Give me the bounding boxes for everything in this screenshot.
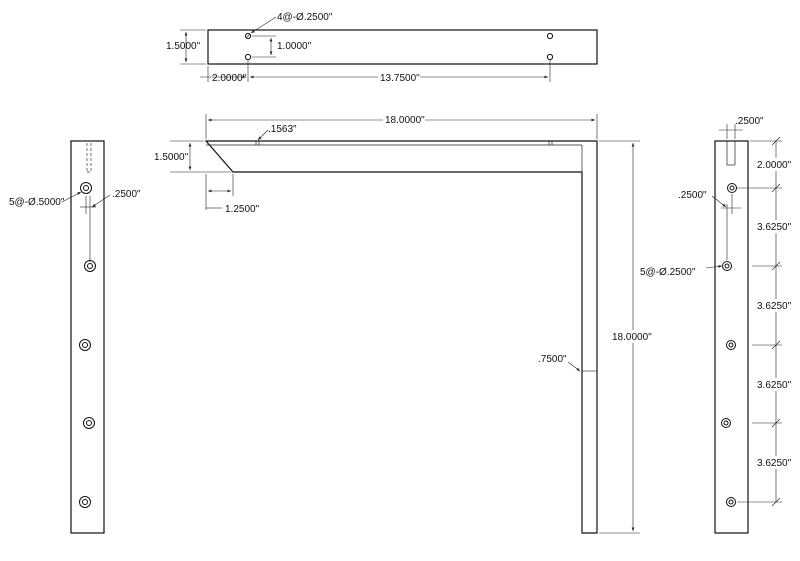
chain-tick-2 [771, 183, 781, 193]
left-hole-offset-leader [91, 194, 111, 208]
spacing-3-dim: 3.6250" [757, 380, 792, 391]
right-holes-callout: 5@-Ø.2500" [640, 267, 696, 278]
right-holes-leader [705, 265, 723, 269]
spacing-1-dim: 3.6250" [757, 222, 792, 233]
slot-width-dim: .2500" [735, 116, 764, 127]
top-view: 4@-Ø.2500" 1.5000" 1.0000" 2.0000" 13.75… [166, 12, 598, 84]
chamfer-dim: .1563" [268, 124, 297, 135]
spacing-1-label-mask [755, 220, 798, 233]
left-hole-2-inner [87, 263, 93, 269]
left-view: .2500" 5@-Ø.5000" [9, 140, 141, 534]
chain-tick-1 [771, 136, 781, 146]
top-hole-4 [546, 53, 554, 61]
chain-tick-3 [771, 261, 781, 271]
first-hole-dim: 2.0000" [757, 160, 792, 171]
taper-dim: 1.2500" [225, 204, 260, 215]
spacing-4-label-mask [755, 456, 798, 469]
top-hole-spacing-dim: 1.0000" [277, 41, 312, 52]
right-hole-2-inner [724, 263, 730, 269]
leg-height-dim: 18.0000" [612, 332, 652, 343]
left-hole-offset-dim: .2500" [112, 189, 141, 200]
spacing-2-label-mask [755, 299, 798, 312]
top-holes-callout: 4@-Ø.2500" [277, 12, 333, 23]
top-width-dim: 1.5000" [166, 41, 201, 52]
bracket-outline [204, 140, 598, 534]
spacing-2-dim: 3.6250" [757, 301, 792, 312]
right-hole-3-inner [728, 342, 734, 348]
left-hole-3-inner [82, 342, 88, 348]
side-view: 18.0000" .1563" 1.5000" 1.2500" 18.0000"… [154, 113, 656, 534]
right-view-outline [714, 140, 749, 534]
first-hole-label-mask [755, 158, 798, 171]
leg-thickness-leader [567, 361, 581, 372]
top-hole-pitch-dim: 13.7500" [380, 73, 420, 84]
right-hole-4-inner [723, 420, 729, 426]
right-hole-offset-dim: .2500" [678, 190, 707, 201]
left-view-outline [70, 140, 105, 534]
arm-length-dim: 18.0000" [385, 115, 425, 126]
spacing-3-label-mask [755, 378, 798, 391]
leg-thickness-dim: .7500" [538, 354, 567, 365]
top-pitch-label-mask [378, 70, 420, 82]
left-holes-callout: 5@-Ø.5000" [9, 197, 65, 208]
chain-tick-4 [771, 340, 781, 350]
left-hole-1-inner [83, 185, 89, 191]
top-view-holes [244, 32, 554, 61]
top-holes-leader [250, 16, 277, 34]
chamfer-leader [257, 129, 269, 141]
top-hole-1-slash [245, 33, 251, 39]
right-view: .2500" .2500" 5@-Ø.2500" 2.0000" 3.6250"… [640, 116, 798, 534]
top-edge-offset-dim: 2.0000" [212, 73, 247, 84]
top-hole-3 [546, 32, 554, 40]
leg-height-label-mask [610, 330, 656, 343]
spacing-4-dim: 3.6250" [757, 458, 792, 469]
right-hole-1-inner [729, 185, 735, 191]
chain-tick-6 [771, 497, 781, 507]
arm-length-label-mask [383, 113, 425, 125]
left-hole-5-inner [82, 499, 88, 505]
chain-tick-5 [771, 418, 781, 428]
right-view-holes [721, 183, 737, 507]
right-hole-5-inner [728, 499, 734, 505]
left-hole-4-inner [86, 420, 92, 426]
top-view-outline [207, 29, 598, 65]
left-holes-leader [61, 191, 82, 203]
right-hole-offset-leader [711, 195, 727, 208]
left-view-holes [79, 182, 96, 508]
top-hole-2 [244, 53, 252, 61]
arm-height-dim: 1.5000" [154, 152, 189, 163]
